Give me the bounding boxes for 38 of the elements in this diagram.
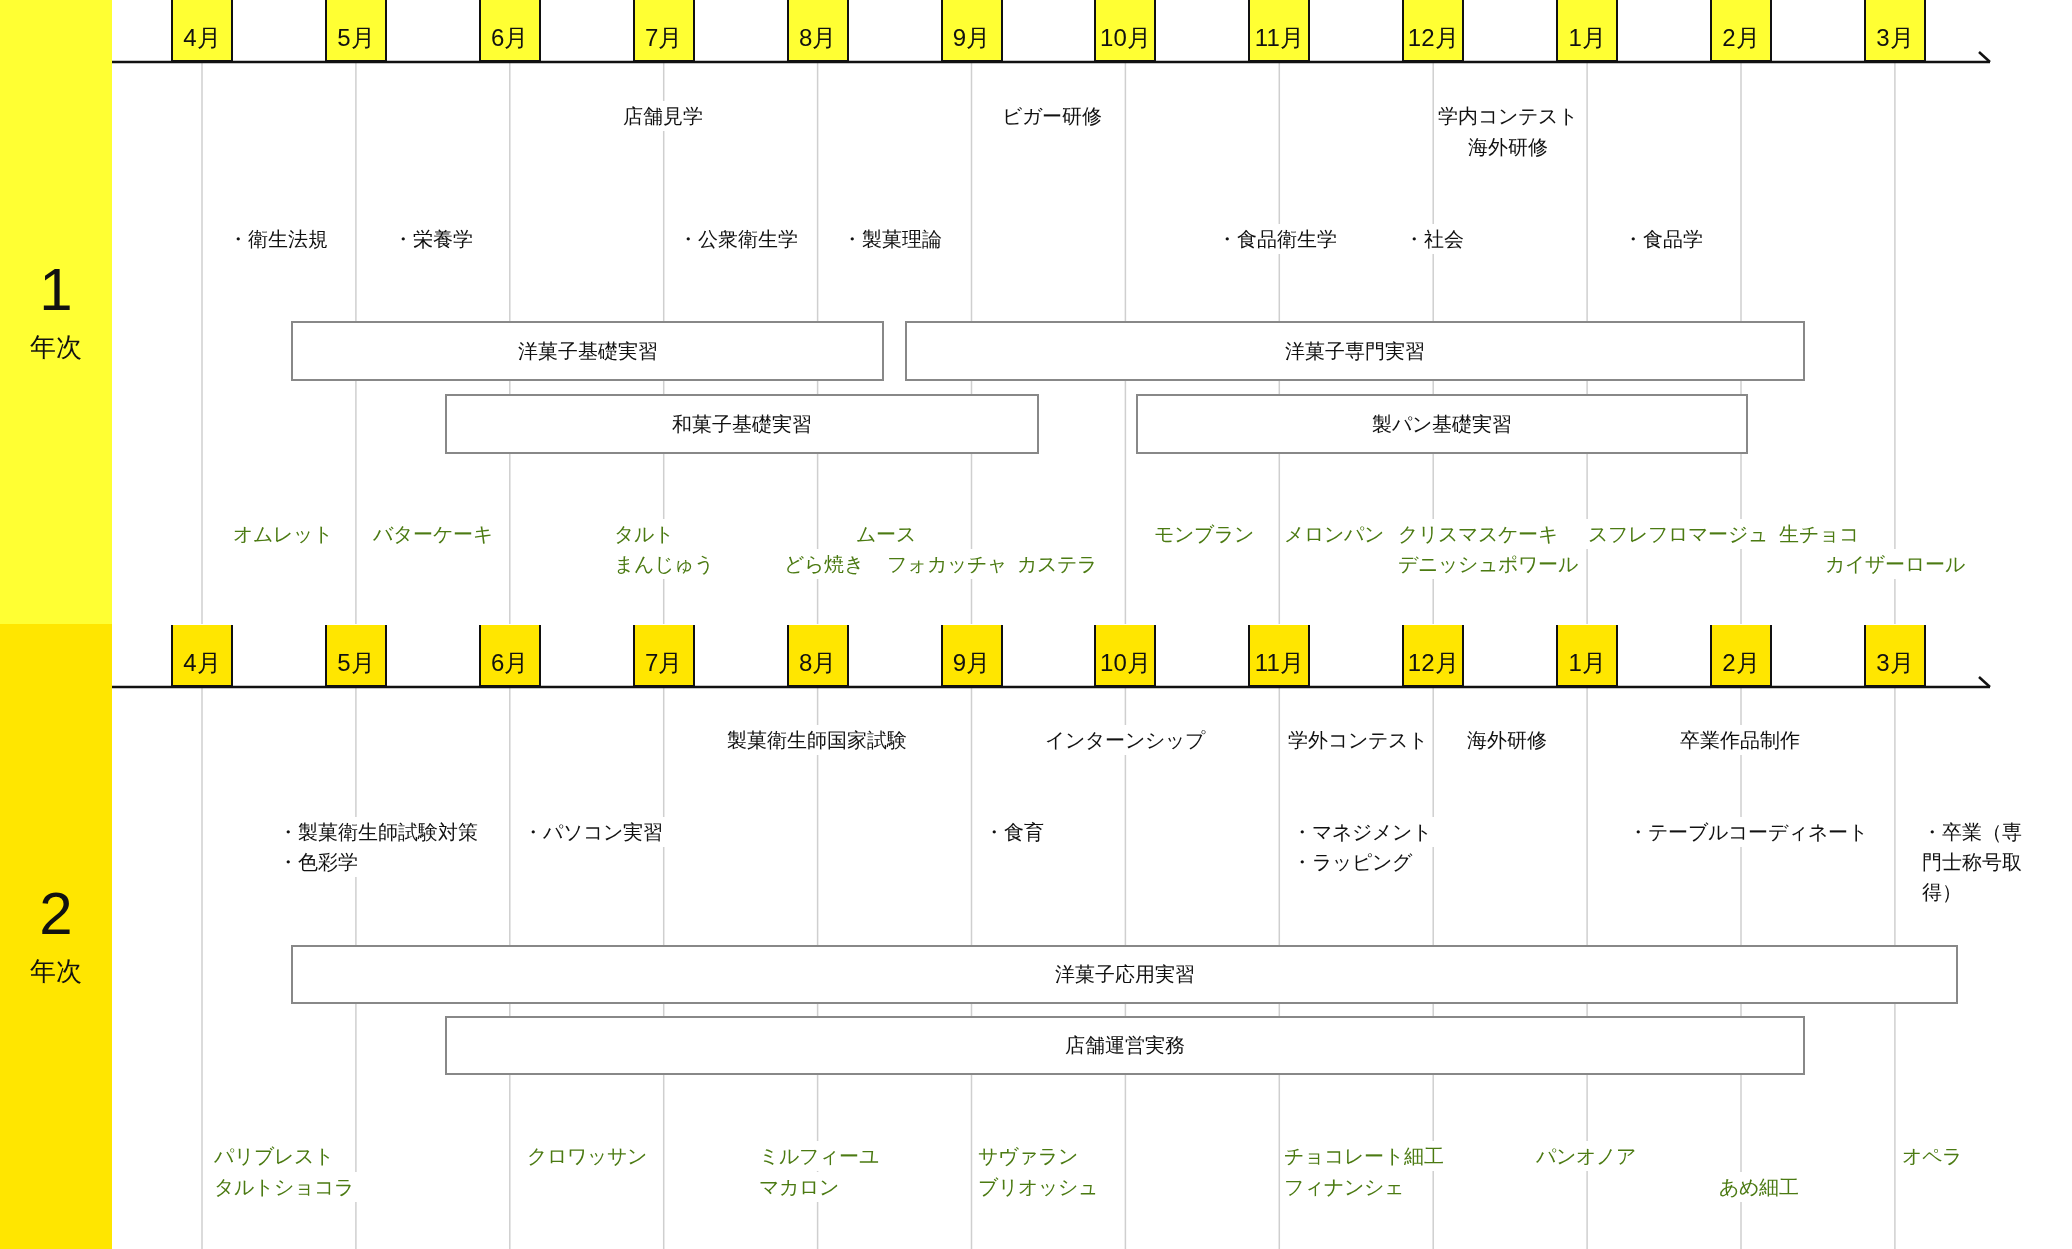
course-bar: 店舗運営実務 (445, 1016, 1805, 1075)
month-tab: 10月 (1094, 0, 1157, 62)
month-tab: 4月 (171, 625, 233, 687)
month-tab: 12月 (1402, 0, 1465, 62)
month-tab: 6月 (478, 0, 541, 62)
month-tab: 11月 (1248, 0, 1311, 62)
course-bar: 製パン基礎実習 (1136, 394, 1748, 454)
year-label: 年次 (30, 330, 82, 364)
month-tab: 4月 (171, 0, 233, 62)
month-tab: 8月 (786, 0, 849, 62)
month-tab: 12月 (1402, 625, 1465, 687)
year-number: 1 (39, 259, 73, 320)
month-tab: 2月 (1710, 625, 1772, 687)
month-tab: 1月 (1556, 0, 1619, 62)
month-tab: 5月 (324, 625, 387, 687)
month-tab: 6月 (478, 625, 541, 687)
month-tab: 11月 (1248, 625, 1311, 687)
course-bar: 和菓子基礎実習 (445, 394, 1039, 454)
month-tab: 1月 (1556, 625, 1619, 687)
month-tab: 7月 (632, 0, 695, 62)
month-tab: 5月 (324, 0, 387, 62)
event-label: 卒業作品制作 (1677, 725, 1803, 755)
year-band (0, 0, 112, 624)
course-bar: 洋菓子基礎実習 (291, 321, 884, 381)
course-bar: 洋菓子応用実習 (291, 945, 1958, 1004)
month-tab: 2月 (1710, 0, 1772, 62)
year-band (0, 624, 112, 1249)
month-tab: 10月 (1094, 625, 1157, 687)
month-tab: 3月 (1863, 0, 1926, 62)
course-bar: 洋菓子専門実習 (905, 321, 1805, 381)
month-tab: 7月 (632, 625, 695, 687)
year-label: 年次 (30, 955, 82, 988)
year-number: 2 (39, 884, 73, 944)
month-tab: 3月 (1863, 625, 1926, 687)
event-label: 製菓衛生師国家試験 (724, 725, 910, 755)
month-tab: 9月 (940, 625, 1003, 687)
month-tab: 8月 (786, 625, 849, 687)
month-tab: 9月 (940, 0, 1003, 62)
